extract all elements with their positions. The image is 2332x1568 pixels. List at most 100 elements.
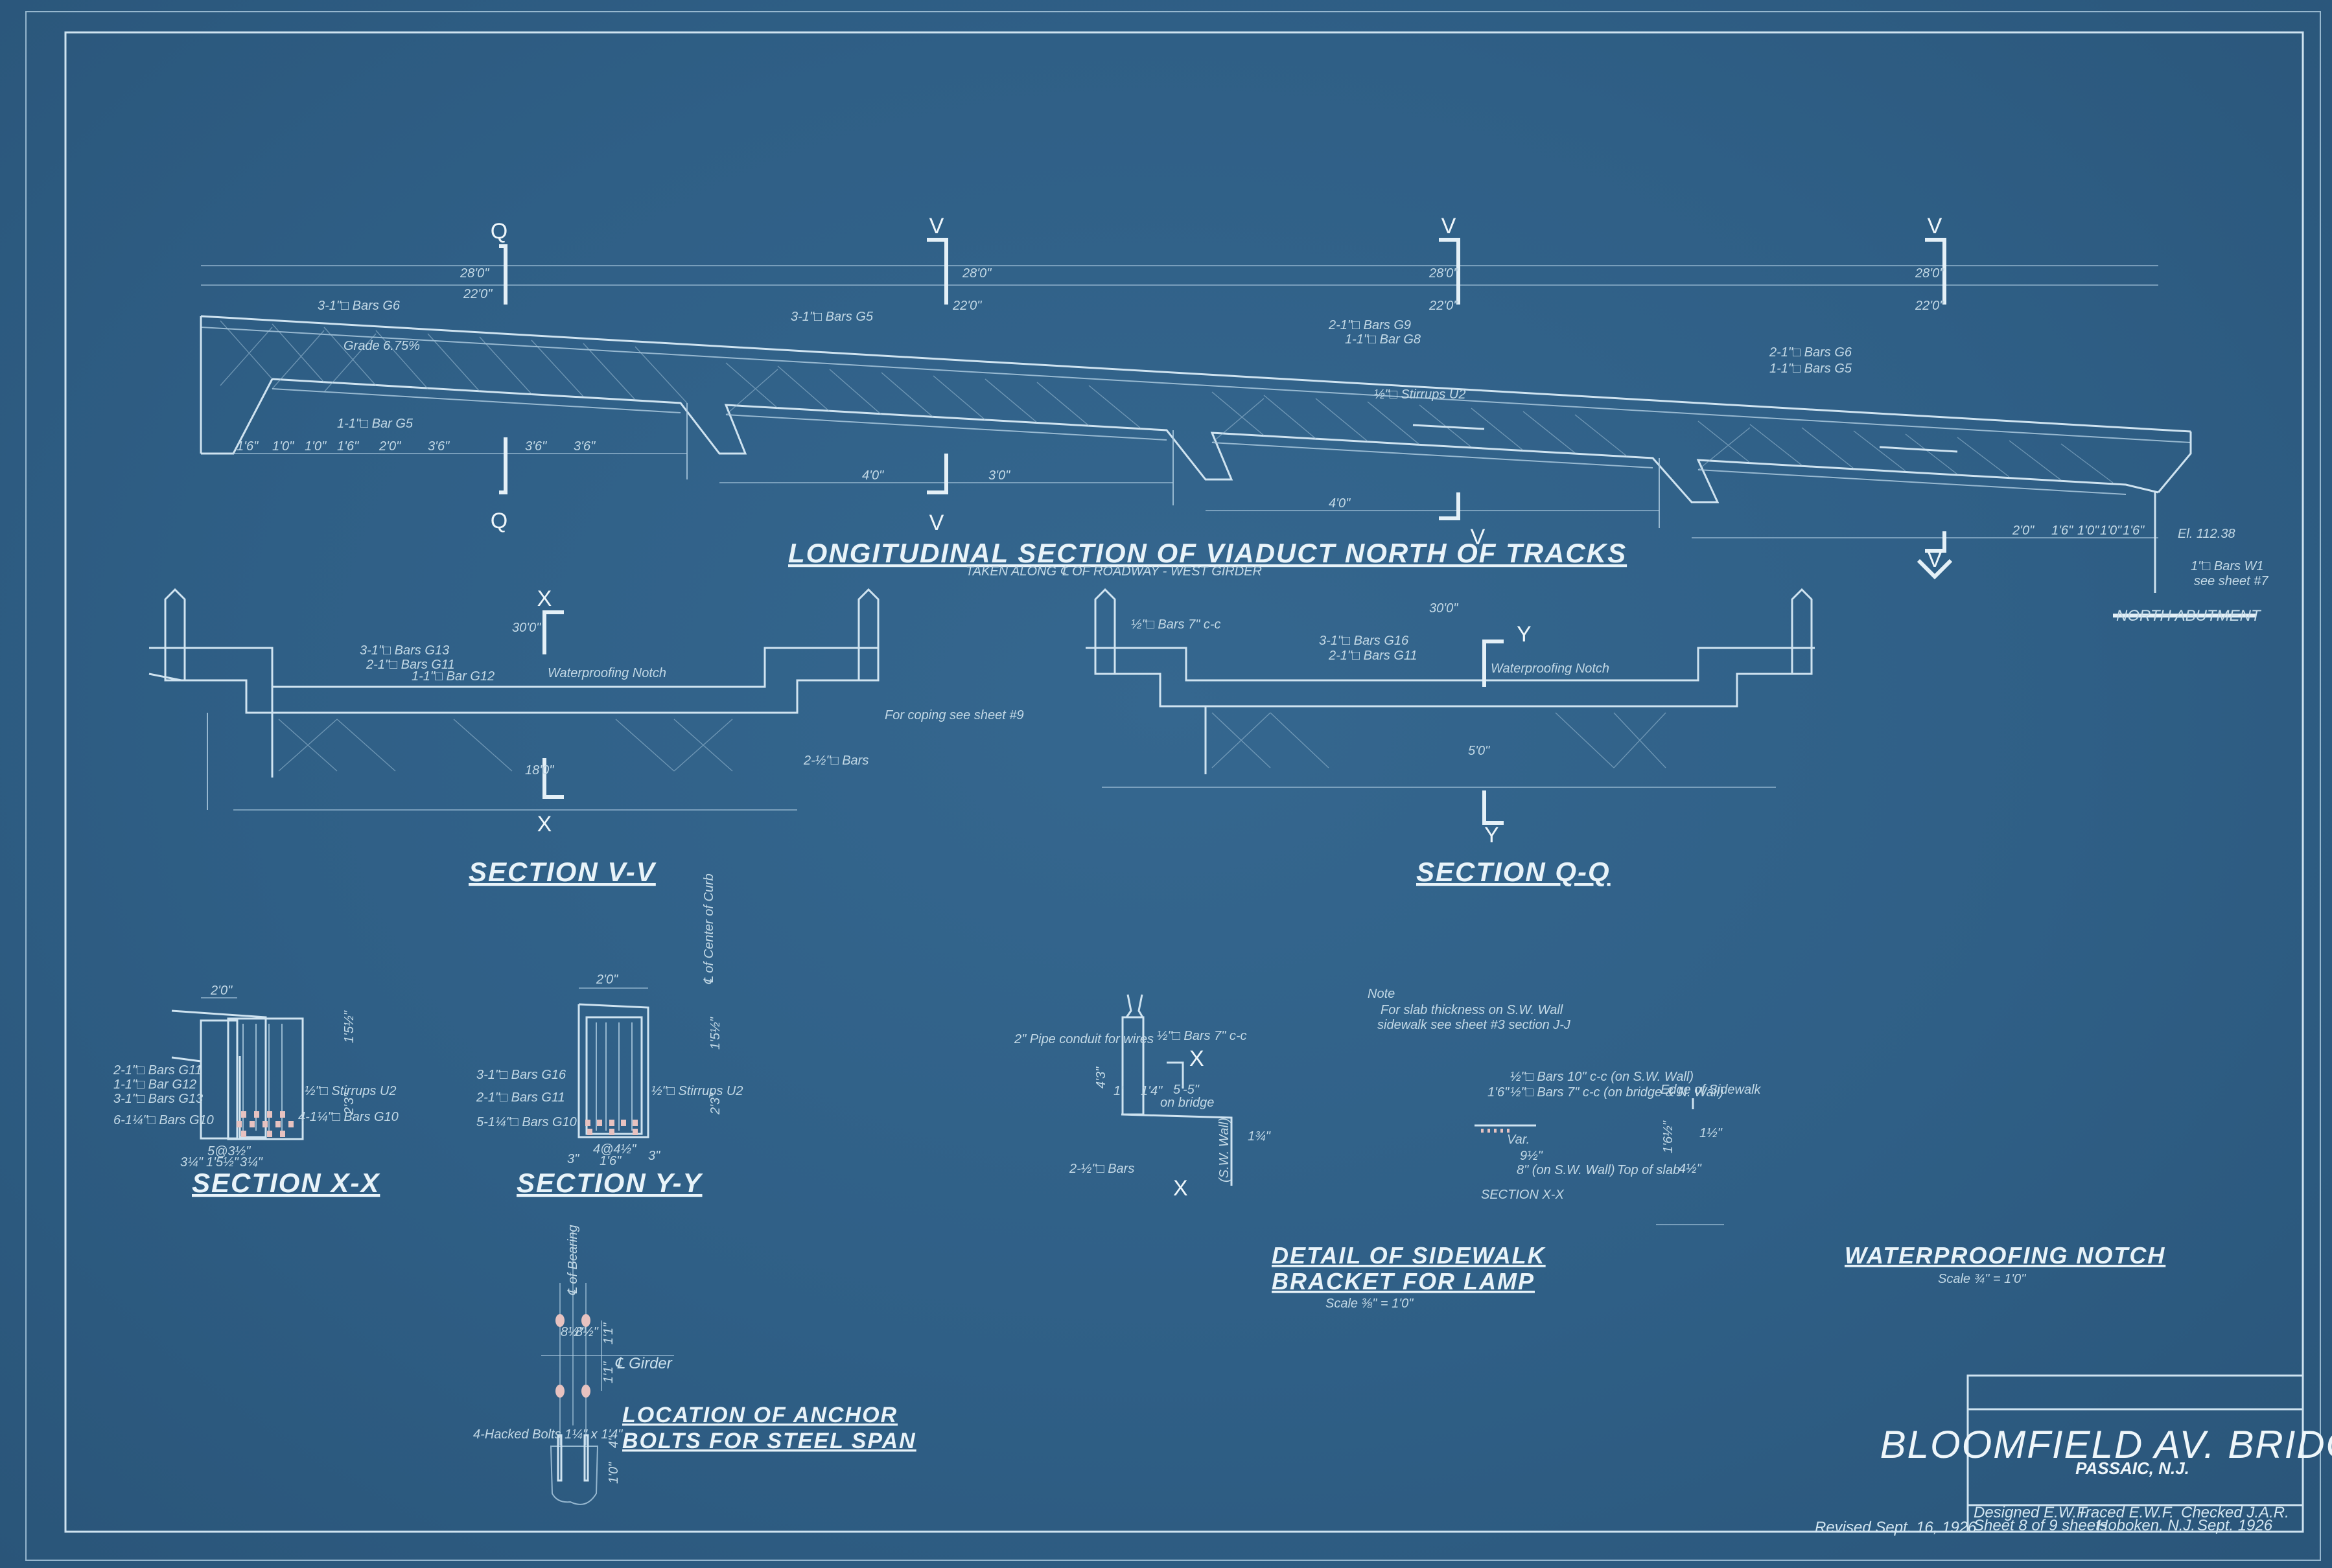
notch-label: Waterproofing Notch bbox=[1491, 662, 1609, 676]
dim-top: 28'0" bbox=[1915, 266, 1944, 281]
anchor-bolt bbox=[581, 1314, 590, 1327]
longitudinal-section: Q Q V V V V V V 28'0" 22'0" 28'0" 22'0" … bbox=[200, 214, 2268, 625]
marker-v-5: V bbox=[1928, 214, 1942, 238]
sidewalk-scale: Scale ⅜" = 1'0" bbox=[1325, 1297, 1414, 1311]
notch-title: WATERPROOFING NOTCH bbox=[1845, 1242, 2165, 1269]
bar-label: 3-1"□ Bars G16 bbox=[476, 1068, 566, 1082]
dim-top: 28'0" bbox=[1428, 266, 1458, 281]
bar-label: 1"□ Bars W1 bbox=[2191, 559, 2264, 573]
dim-bottom: 3'6" bbox=[525, 439, 547, 454]
dim-top: 22'0" bbox=[1428, 299, 1458, 313]
revised-date: Revised Sept. 16, 1926 bbox=[1815, 1519, 1977, 1536]
dim-bottom: 3'6" bbox=[574, 439, 596, 454]
section-yy-title: SECTION Y-Y bbox=[517, 1168, 703, 1198]
dim: 1' bbox=[1114, 1084, 1124, 1098]
section-xx-small-title: SECTION X-X bbox=[1481, 1188, 1564, 1202]
dim: 8½" bbox=[561, 1325, 584, 1339]
bearing-centerline-label: ℄ of Bearing bbox=[566, 1225, 580, 1296]
width-dim: 18'0" bbox=[525, 763, 554, 778]
bar-label: 2-1"□ Bars G9 bbox=[1328, 318, 1411, 332]
dim: 4'3" bbox=[1094, 1066, 1108, 1089]
dim-bottom: 1'6" bbox=[2051, 524, 2073, 538]
bar-label: 3-1"□ Bars G13 bbox=[113, 1092, 203, 1106]
grade-label: Grade 6.75% bbox=[344, 339, 420, 353]
marker-v-3: V bbox=[1441, 214, 1456, 238]
stirrup-label: ½"□ Stirrups U2 bbox=[651, 1084, 743, 1098]
dim: 1'6½" bbox=[1661, 1120, 1675, 1153]
waterproofing-notch-detail: Edge of Sidewalk Top of slab 1'6½" 1½" 4… bbox=[1617, 1083, 2165, 1286]
dim: 2'0" bbox=[596, 973, 618, 987]
dim: 1'6" bbox=[600, 1154, 622, 1168]
north-abutment-label: NORTH ABUTMENT bbox=[2116, 607, 2262, 625]
section-yy: 2'0" 3-1"□ Bars G16 2-1"□ Bars G11 5-1¼"… bbox=[476, 873, 743, 1198]
conduit-label: 2" Pipe conduit for wires bbox=[1014, 1032, 1154, 1046]
note-line-2: sidewalk see sheet #3 section J-J bbox=[1377, 1018, 1571, 1032]
drawing-border bbox=[64, 31, 2304, 1533]
width-dim: 30'0" bbox=[1429, 601, 1458, 616]
girder-centerline-label: ℄ Girder bbox=[614, 1355, 673, 1372]
dim: 1¾" bbox=[1248, 1129, 1271, 1144]
bar-label: 2-1"□ Bars G11 bbox=[476, 1090, 565, 1105]
traced-by: Traced E.W.F. bbox=[2077, 1504, 2174, 1521]
section-qq-title: SECTION Q-Q bbox=[1416, 857, 1611, 888]
dim-top: 22'0" bbox=[952, 299, 982, 313]
dim: 2'3" bbox=[342, 1092, 356, 1115]
bar-label: 5-1¼"□ Bars G10 bbox=[476, 1115, 577, 1129]
notch-label: Waterproofing Notch bbox=[548, 666, 666, 680]
dim-bottom: 1'0" bbox=[305, 439, 327, 454]
top-of-slab-label: Top of slab bbox=[1617, 1163, 1680, 1177]
dim: 3" bbox=[567, 1152, 579, 1166]
bar-label: 1-1"□ Bars G5 bbox=[1769, 362, 1852, 376]
width-dim: 5'0" bbox=[1468, 744, 1490, 758]
dim-bottom: 1'0" bbox=[2077, 524, 2099, 538]
marker-x: X bbox=[1189, 1046, 1204, 1071]
dim: 1½" bbox=[1699, 1126, 1723, 1140]
dim-bottom: 1'6" bbox=[2123, 524, 2145, 538]
marker-v-2: V bbox=[929, 511, 944, 535]
section-xx-title: SECTION X-X bbox=[192, 1168, 380, 1198]
bar-label: 4-1¼"□ Bars G10 bbox=[298, 1110, 399, 1124]
dim: 1'5½" bbox=[206, 1155, 239, 1170]
marker-q-top: Q bbox=[491, 219, 507, 244]
sheet-number: Sheet 8 of 9 sheets bbox=[1974, 1517, 2108, 1534]
dim-bottom: 1'6" bbox=[337, 439, 359, 454]
dim-bottom: 3'6" bbox=[428, 439, 450, 454]
bar-label: 2-1"□ Bars G11 bbox=[1328, 649, 1417, 663]
stirrup-label: ½"□ Stirrups U2 bbox=[305, 1084, 396, 1098]
dim: 1'1" bbox=[601, 1322, 616, 1344]
dim: 4@4½" bbox=[593, 1142, 636, 1157]
dim-top: 22'0" bbox=[1915, 299, 1944, 313]
anchor-bolt bbox=[555, 1385, 565, 1398]
designed-by: Designed E.W.F. bbox=[1974, 1504, 2088, 1521]
dim: 4" bbox=[607, 1436, 621, 1448]
marker-v-4: V bbox=[1471, 525, 1486, 549]
sidewalk-bracket-detail: X X 2" Pipe conduit for wires ½"□ Bars 7… bbox=[1014, 987, 1723, 1311]
project-location: PASSAIC, N.J. bbox=[2075, 1458, 2189, 1478]
dim: 9½" bbox=[1520, 1149, 1543, 1163]
bar-label: 2-1"□ Bars G11 bbox=[113, 1063, 202, 1078]
dim: Var. bbox=[1507, 1133, 1530, 1147]
dim: 3¼" bbox=[180, 1155, 204, 1170]
notch-scale: Scale ¾" = 1'0" bbox=[1938, 1272, 2026, 1286]
bar-label: 1-1"□ Bar G12 bbox=[412, 669, 495, 684]
longitudinal-section-title: LONGITUDINAL SECTION OF VIADUCT NORTH OF… bbox=[788, 538, 1627, 568]
dim-bottom: 1'6" bbox=[237, 439, 259, 454]
dim: 4½" bbox=[1679, 1162, 1702, 1176]
marker-x: X bbox=[1173, 1176, 1188, 1201]
dim: 8½" bbox=[576, 1325, 599, 1339]
dim-bottom: 1'0" bbox=[2100, 524, 2122, 538]
note-heading: Note bbox=[1368, 987, 1395, 1001]
bar-label: 3-1"□ Bars G13 bbox=[360, 643, 449, 658]
anchor-bolts-title-line-1: LOCATION OF ANCHOR bbox=[622, 1403, 898, 1427]
project-title: BLOOMFIELD AV. BRIDGE bbox=[1880, 1423, 2332, 1466]
marker-q-bottom: Q bbox=[491, 509, 507, 533]
bar-label: 6-1¼"□ Bars G10 bbox=[113, 1113, 214, 1127]
dim: 1'1" bbox=[601, 1361, 616, 1383]
dim-bottom: 4'0" bbox=[1329, 496, 1351, 511]
bar-label: ½"□ Bars 7" c-c (on bridge & N. Wall) bbox=[1510, 1085, 1723, 1100]
dim: 5@3½" bbox=[207, 1144, 251, 1159]
section-xx: 2'0" 2-1"□ Bars G11 1-1"□ Bar G12 3-1"□ … bbox=[113, 984, 399, 1198]
anchor-bolts-detail: ℄ of Bearing ℄ Girder 4-Hacked Bolts 1¼"… bbox=[473, 1225, 915, 1505]
